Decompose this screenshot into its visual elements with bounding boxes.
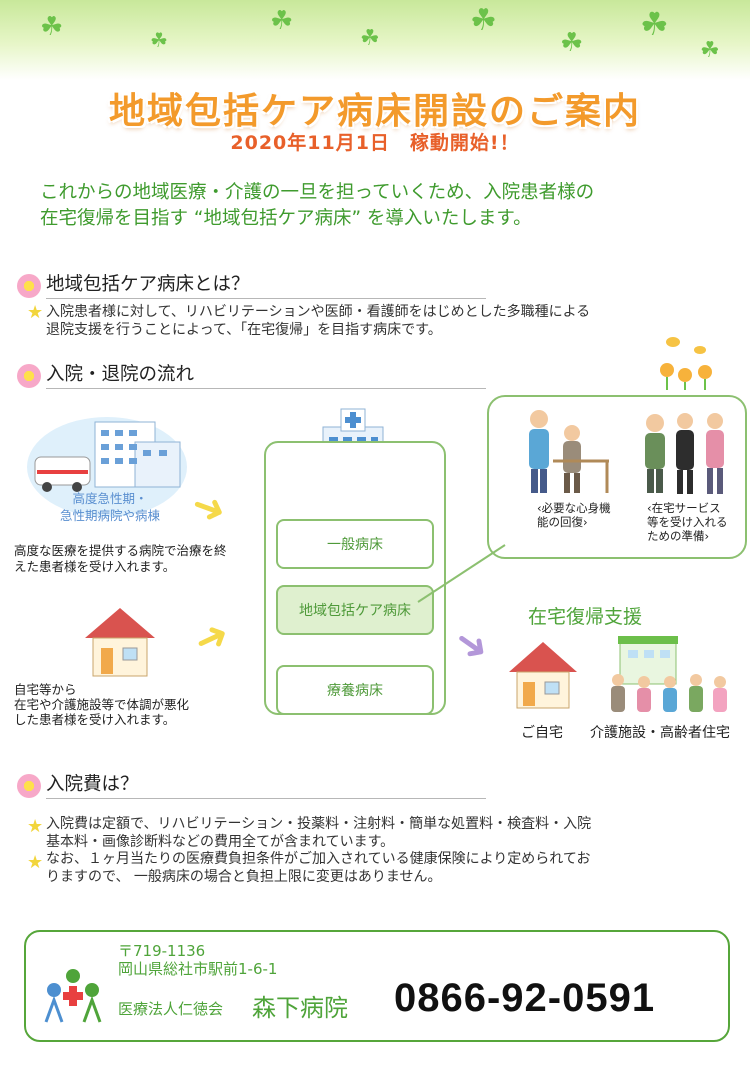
fee-paragraph-2: なお、１ヶ月当たりの医療費負担条件がご加入されている健康保険により定められてお … xyxy=(46,850,736,886)
acute-hospital-caption: 高度急性期・ 急性期病院や病棟 xyxy=(55,490,165,524)
clover-icon: ☘ xyxy=(360,26,380,51)
ward-recuperation: 療養病床 xyxy=(276,665,434,715)
home-desc: 自宅等から 在宅や介護施設等で体調が悪化 した患者様を受け入れます。 xyxy=(14,682,264,727)
bubble-right-caption: ‹在宅サービス 等を受け入れる ための準備› xyxy=(647,501,728,543)
divider xyxy=(46,388,486,389)
section-heading: 入院・退院の流れ xyxy=(46,364,195,385)
arrow-down-right-icon: ➜ xyxy=(444,616,499,674)
rehab-bubble: ‹必要な心身機 能の回復› ‹在宅サービス 等を受け入れる ための準備› xyxy=(487,395,747,559)
desc-line: 高度な医療を提供する病院で治療を終 xyxy=(14,543,227,558)
clover-icon: ☘ xyxy=(640,5,669,43)
contact-box: 〒719-1136 岡山県総社市駅前1-6-1 医療法人仁徳会 森下病院 086… xyxy=(24,930,730,1042)
caption-line: 等を受け入れる xyxy=(647,515,728,529)
dest-home-label: ご自宅 xyxy=(521,725,563,741)
desc-line: 自宅等から xyxy=(14,682,77,697)
star-icon: ★ xyxy=(27,852,44,873)
bubble-pointer xyxy=(417,544,506,603)
corporation-name: 医療法人仁徳会 xyxy=(118,1000,224,1018)
bee-flowers-icon xyxy=(660,337,712,390)
caption-line: ‹必要な心身機 xyxy=(537,501,611,515)
ward-community-care: 地域包括ケア病床 xyxy=(276,585,434,635)
desc-line: えた患者様を受け入れます。 xyxy=(14,559,176,574)
header-band: ☘ ☘ ☘ ☘ ☘ ☘ ☘ ☘ xyxy=(0,0,750,80)
dest-facility-label: 介護施設・高齢者住宅 xyxy=(590,725,730,741)
clover-icon: ☘ xyxy=(40,12,64,42)
desc-line: 在宅や介護施設等で体調が悪化 xyxy=(14,697,190,712)
acute-hospital-illustration xyxy=(27,417,187,517)
arrow-right-icon: ➜ xyxy=(186,610,237,666)
acute-hospital-desc: 高度な医療を提供する病院で治療を終 えた患者様を受け入れます。 xyxy=(14,543,264,575)
fee-paragraph-1: 入院費は定額で、リハビリテーション・投薬料・注射料・簡単な処置料・検査料・入院 … xyxy=(46,815,736,851)
clover-icon: ☘ xyxy=(470,3,497,38)
address: 岡山県総社市駅前1-6-1 xyxy=(118,960,278,978)
clover-icon: ☘ xyxy=(560,28,584,58)
flower-icon xyxy=(17,364,41,388)
caption-line: ための準備› xyxy=(647,529,710,543)
divider xyxy=(46,298,486,299)
clover-icon: ☘ xyxy=(150,28,168,52)
intro-line: 在宅復帰を目指す “地域包括ケア病床” を導入いたします。 xyxy=(40,208,532,229)
home-illustration xyxy=(85,608,155,677)
home-support-heading: 在宅復帰支援 xyxy=(528,606,643,628)
ward-general: 一般病床 xyxy=(276,519,434,569)
arrow-right-icon: ➜ xyxy=(185,480,233,536)
start-date: 2020年11月1日 稼動開始!！ xyxy=(230,132,520,154)
family-illustration xyxy=(645,413,724,494)
hospital-logo xyxy=(44,969,102,1023)
rehab-illustration xyxy=(529,410,609,493)
own-home-illustration xyxy=(509,642,577,709)
intro-line: これからの地域医療・介護の一旦を担っていくため、入院患者様の xyxy=(40,182,595,203)
caption-line: 高度急性期・ xyxy=(72,491,148,506)
body-line: 基本料・画像診断料などの費用全てが含まれています。 xyxy=(46,834,395,850)
ward-column: 一般病床 地域包括ケア病床 療養病床 xyxy=(264,441,446,715)
intro-text: これからの地域医療・介護の一旦を担っていくため、入院患者様の 在宅復帰を目指す … xyxy=(40,180,720,232)
phone-number[interactable]: 0866-92-0591 xyxy=(394,976,656,1020)
hospital-name: 森下病院 xyxy=(252,994,348,1022)
body-line: なお、１ヶ月当たりの医療費負担条件がご加入されている健康保険により定められてお xyxy=(46,851,591,867)
body-line: 入院患者様に対して、リハビリテーションや医師・看護師をはじめとした多職種による xyxy=(46,304,591,320)
bubble-left-caption: ‹必要な心身機 能の回復› xyxy=(537,501,611,529)
postal-code: 〒719-1136 xyxy=(118,942,206,960)
body-line: 退院支援を行うことによって、「在宅復帰」を目指す病床です。 xyxy=(46,322,442,338)
page-title: 地域包括ケア病床開設のご案内 xyxy=(108,91,641,132)
body-line: りますので、 一般病床の場合と負担上限に変更はありません。 xyxy=(46,869,442,885)
section-heading: 地域包括ケア病床とは？ xyxy=(46,274,250,295)
flower-icon xyxy=(17,274,41,298)
clover-icon: ☘ xyxy=(270,6,294,36)
clover-icon: ☘ xyxy=(700,38,720,63)
desc-line: した患者様を受け入れます。 xyxy=(14,712,176,727)
section-heading: 入院費は？ xyxy=(46,774,139,795)
star-icon: ★ xyxy=(27,302,44,323)
caption-line: ‹在宅サービス xyxy=(647,501,721,515)
caption-line: 急性期病院や病棟 xyxy=(59,508,160,523)
caption-line: 能の回復› xyxy=(537,515,588,529)
care-facility-illustration xyxy=(611,636,727,712)
flower-icon xyxy=(17,774,41,798)
star-icon: ★ xyxy=(27,816,44,837)
section-body: 入院患者様に対して、リハビリテーションや医師・看護師をはじめとした多職種による … xyxy=(46,303,736,339)
body-line: 入院費は定額で、リハビリテーション・投薬料・注射料・簡単な処置料・検査料・入院 xyxy=(46,816,592,832)
divider xyxy=(46,798,486,799)
